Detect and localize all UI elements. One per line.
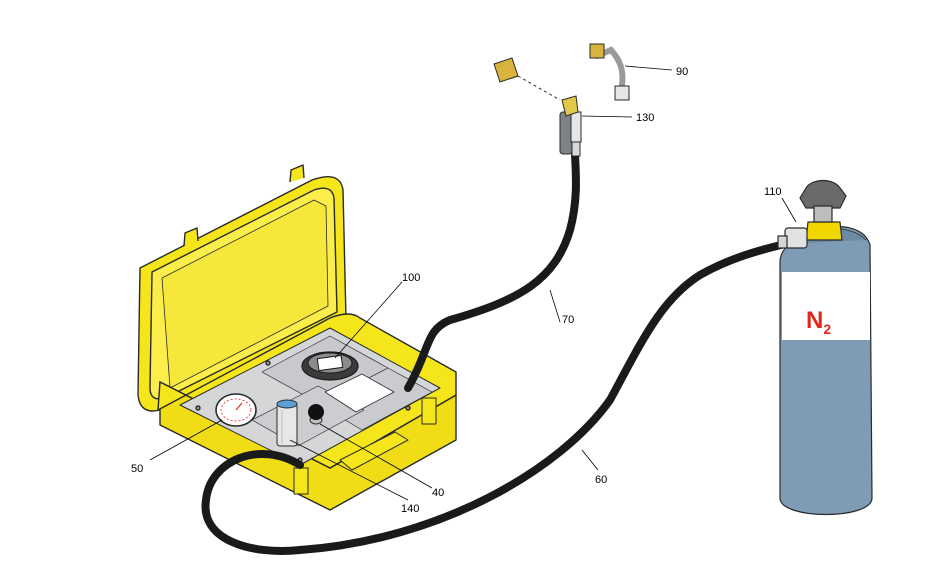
label-40: 40 [432, 487, 444, 499]
label-110: 110 [764, 186, 782, 198]
label-70: 70 [562, 314, 574, 326]
case-base [157, 313, 457, 511]
leader-lines [149, 65, 797, 501]
display-unit [301, 351, 359, 381]
needle-valve-knob [308, 404, 324, 425]
case-lid [137, 164, 347, 412]
gas-formula: N2 [806, 307, 831, 337]
label-100: 100 [402, 272, 420, 284]
label-60: 60 [595, 474, 607, 486]
hose-60 [201, 240, 789, 555]
nitrogen-cylinder [777, 179, 873, 516]
hose-70 [404, 151, 580, 392]
loose-adaptor [493, 57, 561, 101]
label-50: 50 [131, 463, 143, 475]
label-140: 140 [401, 503, 419, 515]
pressure-gauge [215, 393, 257, 427]
bent-tube-fitting-90 [589, 43, 630, 101]
label-90: 90 [676, 66, 688, 78]
label-130: 130 [636, 112, 654, 124]
filter-cartridge [276, 399, 298, 447]
tee-fitting-130 [559, 95, 582, 157]
